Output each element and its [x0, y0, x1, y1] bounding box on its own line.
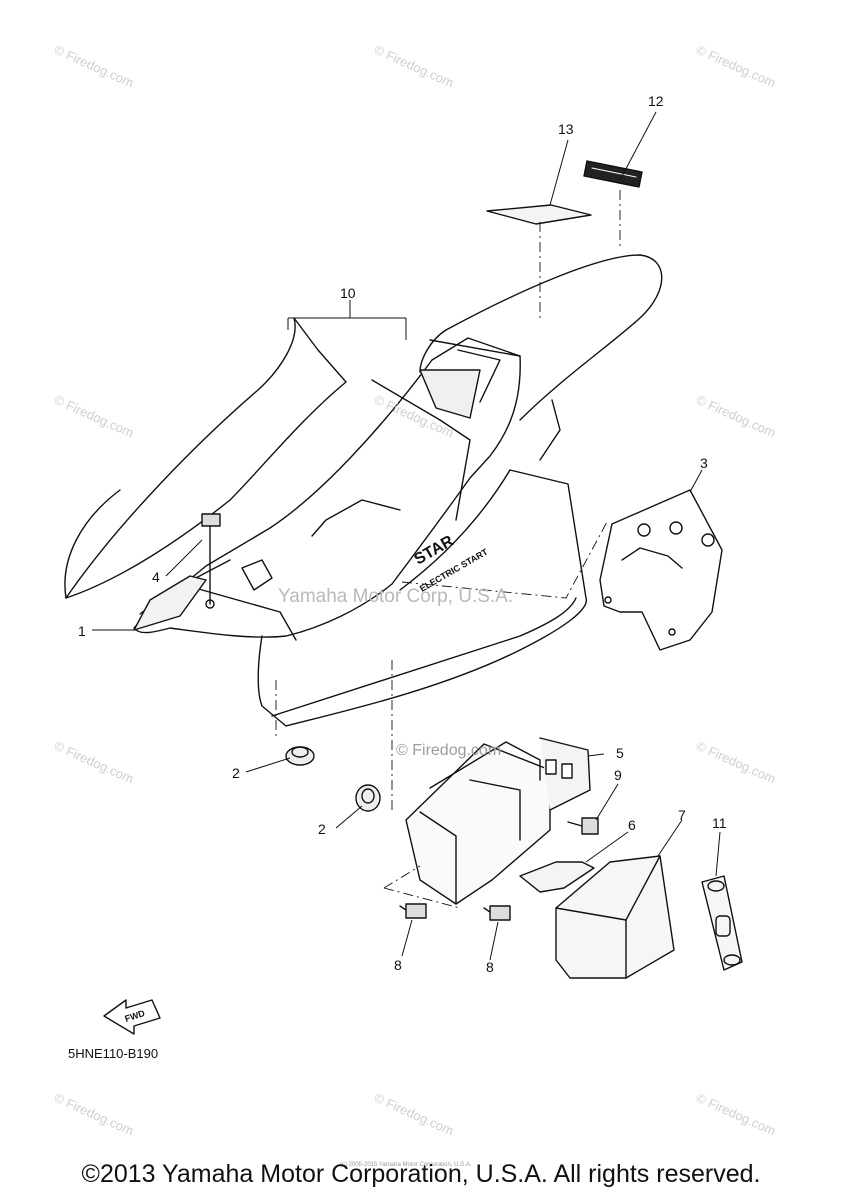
callout-6: 6 — [628, 817, 636, 833]
emblem-decal — [583, 160, 643, 188]
leader-13 — [715, 831, 721, 877]
callout-10: 10 — [340, 285, 356, 301]
leader-6 — [585, 831, 629, 863]
leader-9 — [595, 783, 619, 821]
grommet-b — [355, 784, 381, 812]
callout-9: 9 — [614, 767, 622, 783]
callout-2b: 2 — [318, 821, 326, 837]
battery-box — [405, 737, 591, 905]
callout-1: 1 — [78, 623, 86, 639]
leader-4 — [165, 539, 203, 577]
tiny-copyright: (c) 2005-2015 Yamaha Motor Corporation, … — [340, 1162, 472, 1168]
leader-5 — [587, 753, 605, 757]
fwd-arrow-icon — [103, 999, 161, 1035]
callout-5: 5 — [616, 745, 624, 761]
diagram-code: 5HNE110-B190 — [68, 1046, 159, 1061]
stay — [133, 575, 207, 631]
leader-12 — [549, 139, 569, 206]
grommet-a — [285, 746, 315, 766]
callout-3: 3 — [700, 455, 708, 471]
callout-12: 13 — [558, 121, 574, 137]
callout-13: 11 — [712, 815, 727, 831]
leader-7 — [657, 819, 683, 857]
side-cover — [133, 337, 587, 727]
guide-3 — [401, 519, 609, 599]
callout-4: 4 — [152, 569, 160, 585]
leader-3 — [689, 469, 703, 493]
callout-2a: 2 — [232, 765, 240, 781]
bolt-4 — [201, 513, 221, 609]
leader-11 — [619, 111, 657, 181]
leader-2b — [335, 805, 363, 829]
label-sticker — [486, 204, 592, 225]
bolt-8-a — [399, 903, 427, 919]
callout-8a: 8 — [394, 957, 402, 973]
leader-2a — [245, 757, 291, 773]
leader-8b — [489, 921, 499, 961]
side-cover-decal: STAR — [412, 532, 458, 568]
callout-7: 7 — [678, 807, 686, 823]
callout-11: 12 — [648, 93, 664, 109]
bolt-8-b — [483, 905, 511, 921]
leader-10 — [287, 300, 407, 340]
bracket — [599, 489, 723, 651]
bolt-9 — [567, 817, 599, 835]
rubber-band — [701, 875, 743, 971]
leader-8a — [401, 919, 413, 957]
callout-8b: 8 — [486, 959, 494, 975]
center-watermark: Yamaha Motor Corp, U.S.A. — [278, 586, 514, 607]
guide-box — [383, 865, 461, 909]
seat — [64, 254, 663, 599]
small-watermark: © Firedog.com — [396, 742, 502, 759]
plate — [519, 861, 595, 893]
battery-cover — [555, 855, 675, 979]
copyright-footer: ©2013 Yamaha Motor Corporation, U.S.A. A… — [81, 1160, 761, 1188]
